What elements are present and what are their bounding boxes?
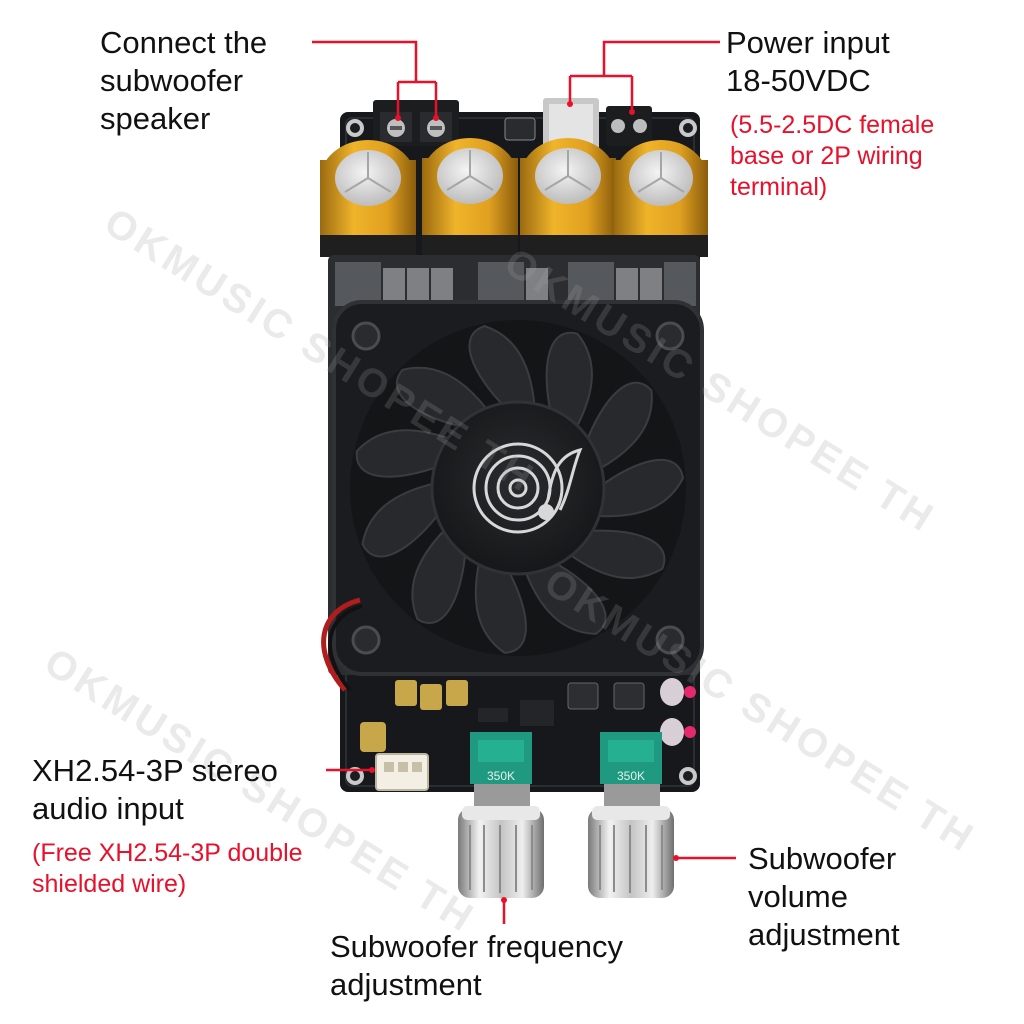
knob-frequency bbox=[458, 784, 544, 898]
lower-components bbox=[360, 678, 696, 752]
callout-speaker-label: Connect the subwoofer speaker bbox=[100, 25, 268, 136]
callout-volume-label: Subwoofer volume adjustment bbox=[748, 841, 900, 952]
cooling-fan bbox=[332, 300, 704, 676]
speaker-terminal bbox=[373, 100, 459, 146]
fan-blade bbox=[524, 559, 607, 635]
music-logo bbox=[472, 442, 583, 534]
callout-audio-label: XH2.54-3P stereo audio input bbox=[32, 753, 278, 826]
fan-blade bbox=[411, 528, 467, 624]
capacitors bbox=[320, 138, 708, 257]
pot-volume: 350K bbox=[600, 732, 662, 784]
callout-lines bbox=[312, 40, 736, 924]
fan-blade bbox=[395, 366, 489, 429]
callout-power-label: Power input 18-50VDC bbox=[726, 25, 890, 98]
callout-power-note: (5.5-2.5DC female base or 2P wiring term… bbox=[730, 111, 935, 201]
fan-blade bbox=[361, 482, 443, 558]
fan-blade bbox=[474, 562, 527, 654]
pot-left-value: 350K bbox=[487, 769, 515, 783]
pot-frequency: 350K bbox=[470, 732, 532, 784]
power-input-connectors bbox=[504, 98, 652, 150]
fan-wire bbox=[321, 597, 361, 692]
knob-volume bbox=[588, 784, 674, 898]
fan-blade bbox=[597, 458, 685, 518]
callout-frequency-label: Subwoofer frequency adjustment bbox=[330, 929, 623, 1002]
fan-blade bbox=[568, 529, 666, 580]
callout-audio-note: (Free XH2.54-3P double shielded wire) bbox=[32, 839, 303, 898]
fan-blade bbox=[545, 331, 593, 429]
fan-blade bbox=[355, 429, 451, 478]
audio-input-connector bbox=[375, 753, 429, 791]
fan-blade bbox=[584, 381, 653, 470]
callout-line-speaker bbox=[312, 40, 438, 118]
callout-line-power bbox=[568, 40, 720, 112]
fan-blade bbox=[468, 325, 536, 410]
pot-right-value: 350K bbox=[617, 769, 645, 783]
